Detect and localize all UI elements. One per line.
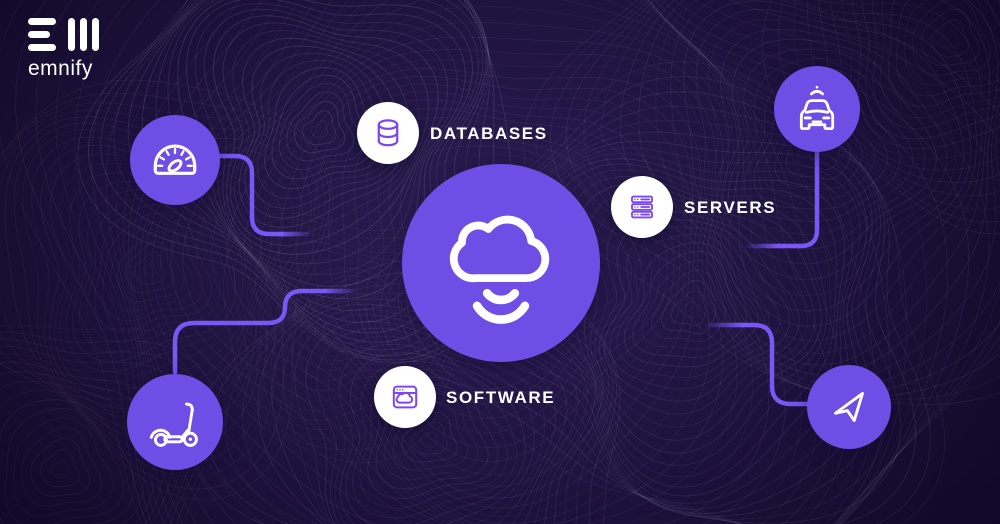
connector-plane xyxy=(740,322,810,407)
cloud-wireless-icon xyxy=(449,215,550,324)
car-wifi-icon xyxy=(799,85,835,130)
server-stack-icon xyxy=(631,195,653,219)
emnify-logo: emnify xyxy=(28,18,100,81)
scooter-node xyxy=(127,374,223,470)
databases-label: DATABASES xyxy=(430,124,548,143)
servers-node xyxy=(611,176,673,238)
databases-node xyxy=(357,102,419,164)
software-node xyxy=(374,366,436,428)
speedometer-node xyxy=(130,115,220,205)
browser-cloud-icon xyxy=(392,385,418,409)
connected-car-node xyxy=(774,66,860,152)
connector-scooter xyxy=(172,288,328,375)
servers-label: SERVERS xyxy=(684,198,777,217)
software-label: SOFTWARE xyxy=(446,388,556,407)
connector-gauge xyxy=(213,153,285,237)
database-icon xyxy=(377,119,399,147)
emnify-logo-icon xyxy=(28,18,99,51)
brand-wordmark: emnify xyxy=(28,57,93,80)
paper-plane-icon xyxy=(834,392,864,422)
scooter-icon xyxy=(149,402,198,447)
navigation-node xyxy=(807,365,891,449)
cloud-platform-node xyxy=(402,164,600,362)
gauge-icon xyxy=(153,144,197,175)
connector-car xyxy=(776,149,820,249)
